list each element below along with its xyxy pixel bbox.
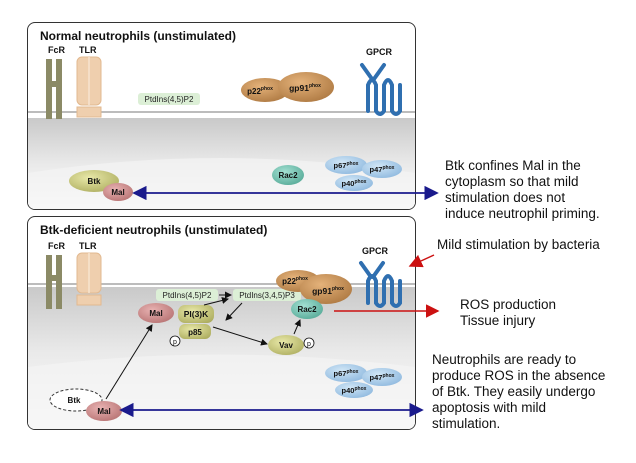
fcr-label: FcR xyxy=(48,45,66,55)
panel-normal-neutrophils: FcR TLR PtdIns(4,5)P2 p22phox gp91phox G… xyxy=(27,22,416,210)
p67-label: p67phox xyxy=(334,161,359,170)
panel-normal-canvas: FcR TLR PtdIns(4,5)P2 p22phox gp91phox G… xyxy=(28,45,415,209)
p67-label: p67phox xyxy=(334,369,359,378)
p22-phox-node xyxy=(241,78,289,102)
panel-deficient-title: Btk-deficient neutrophils (unstimulated) xyxy=(40,223,268,237)
panel-deficient-canvas: FcR TLR PtdIns(4,5)P2 PtdIns(3,4,5)P3 p2… xyxy=(28,241,415,429)
p40-label: p40phox xyxy=(342,386,367,395)
pip3-lipid xyxy=(233,289,301,301)
tlr-label: TLR xyxy=(79,241,97,251)
pip3-to-p85-arrow xyxy=(225,302,243,321)
p67-phox-node xyxy=(325,364,367,382)
pip2-label: PtdIns(4,5)P2 xyxy=(145,95,194,104)
vav-node xyxy=(268,335,304,355)
gp91-label: gp91phox xyxy=(312,286,344,296)
pi3k-label: PI(3)K xyxy=(184,309,209,319)
rac2-node xyxy=(291,299,323,319)
p22-label: p22phox xyxy=(282,276,308,286)
mild-stimulation-note: Mild stimulation by bacteria xyxy=(437,237,600,252)
p22-label: p22phox xyxy=(247,86,273,96)
ready-to-produce-note: Neutrophils are ready to produce ROS in … xyxy=(432,352,632,432)
mal-free-node xyxy=(86,401,122,421)
p47-label: p47phox xyxy=(370,373,395,382)
ready-line-3: of Btk. They easily undergo xyxy=(432,384,596,399)
fcr-label: FcR xyxy=(48,241,66,251)
gpcr-receptor-icon xyxy=(360,63,402,116)
vav-label: Vav xyxy=(279,341,293,350)
gpcr-label: GPCR xyxy=(366,47,393,57)
p85-phosphate-label: p xyxy=(173,339,177,346)
panel-btk-deficient-neutrophils: FcR TLR PtdIns(4,5)P2 PtdIns(3,4,5)P3 p2… xyxy=(27,216,416,430)
ready-line-2: produce ROS in the absence xyxy=(432,368,606,383)
p85-phosphate-icon xyxy=(169,335,181,347)
pip2-lipid xyxy=(138,93,200,105)
pip2-lipid xyxy=(156,289,218,301)
p85-node xyxy=(179,324,211,339)
vav-phosphate-label: p xyxy=(307,341,311,348)
pip2-label: PtdIns(4,5)P2 xyxy=(163,291,212,300)
rac2-label: Rac2 xyxy=(297,305,317,314)
mal-label: Mal xyxy=(149,309,162,318)
ready-line-1: Neutrophils are ready to xyxy=(432,352,577,367)
panel-normal-title: Normal neutrophils (unstimulated) xyxy=(40,29,237,43)
rac2-node xyxy=(272,165,304,185)
btk-confines-line-3: stimulation does not xyxy=(445,190,566,205)
mal-node xyxy=(103,183,133,201)
tlr-receptor-icon xyxy=(76,252,102,306)
btk-confines-note: Btk confines Mal in the cytoplasm so tha… xyxy=(445,158,633,222)
gp91-label: gp91phox xyxy=(289,83,321,93)
mal-label: Mal xyxy=(111,188,124,197)
pi3k-node xyxy=(178,305,214,323)
ros-production-line: ROS production xyxy=(460,297,557,312)
vav-phosphate-icon xyxy=(303,337,315,349)
gp91-phox-node xyxy=(278,72,334,102)
pi3k-to-pip3-arrow xyxy=(203,297,229,306)
tlr-label: TLR xyxy=(79,45,97,55)
btk-confines-line-4: induce neutrophil priming. xyxy=(445,206,600,221)
ros-outcome-note: ROS production Tissue injury xyxy=(460,297,620,329)
ready-line-5: stimulation. xyxy=(432,416,501,431)
p40-label: p40phox xyxy=(342,179,367,188)
vav-to-rac2-arrow xyxy=(293,319,301,335)
mal-translocation-arrow xyxy=(105,324,153,400)
tissue-injury-line: Tissue injury xyxy=(460,313,536,328)
p85-label: p85 xyxy=(188,328,202,337)
rac2-label: Rac2 xyxy=(278,171,298,180)
btk-confines-line-1: Btk confines Mal in the xyxy=(445,158,581,173)
gpcr-receptor-icon xyxy=(359,261,402,308)
fcr-receptor-icon xyxy=(46,59,62,119)
mal-free-label: Mal xyxy=(97,407,110,416)
fcr-receptor-icon xyxy=(46,255,62,309)
p40-phox-node xyxy=(335,382,373,398)
p67-phox-node xyxy=(325,156,367,174)
pip3-label: PtdIns(3,4,5)P3 xyxy=(239,291,295,300)
p85-to-vav-arrow xyxy=(212,326,268,346)
p47-phox-node xyxy=(362,160,402,178)
p47-phox-node xyxy=(362,368,402,386)
btk-label: Btk xyxy=(88,177,101,186)
p47-label: p47phox xyxy=(370,165,395,174)
gpcr-label: GPCR xyxy=(362,246,389,256)
btk-absent-label: Btk xyxy=(68,396,81,405)
btk-confines-line-2: cytoplasm so that mild xyxy=(445,174,579,189)
gp91-phox-node xyxy=(300,274,352,304)
ready-line-4: apoptosis with mild xyxy=(432,400,547,415)
mal-node xyxy=(138,303,174,323)
tlr-receptor-icon xyxy=(76,56,102,118)
